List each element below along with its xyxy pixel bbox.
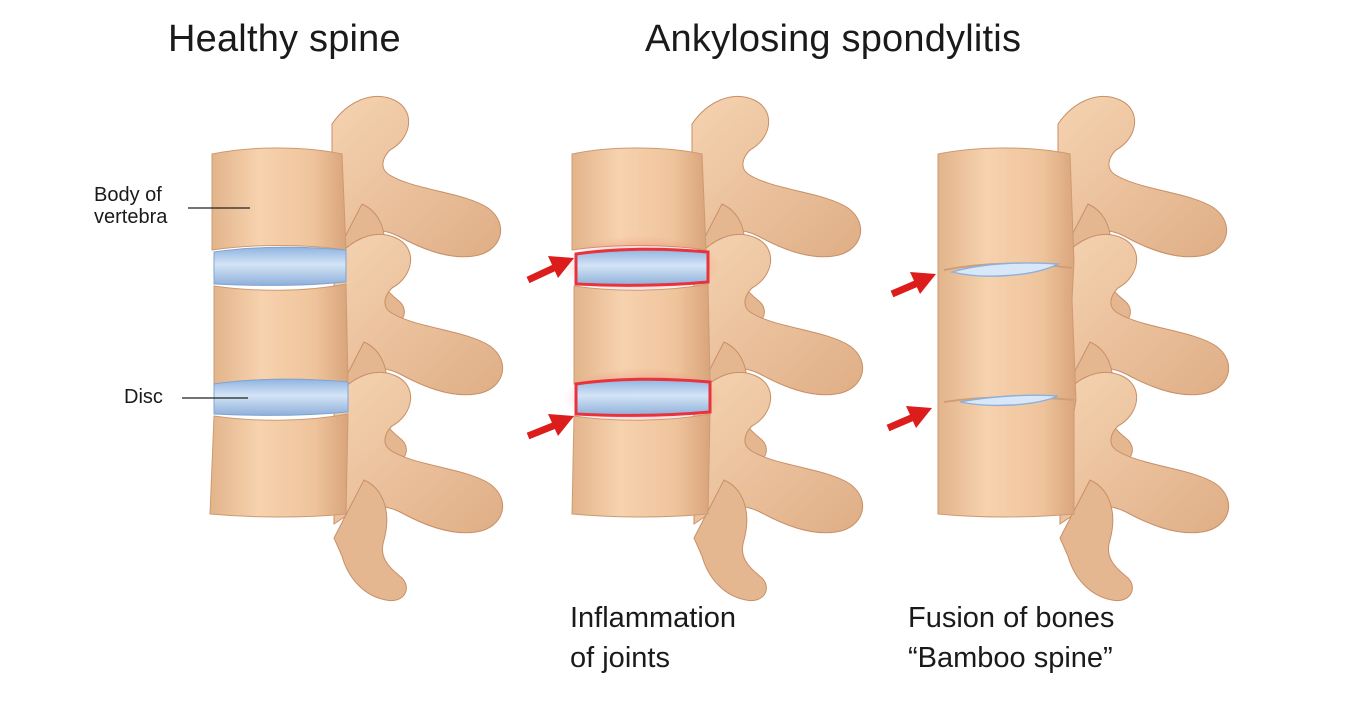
caption-fusion-line2: “Bamboo spine”: [908, 642, 1113, 674]
inflamed-disc-bottom: [574, 377, 712, 417]
title-healthy-spine: Healthy spine: [168, 18, 401, 60]
title-ankylosing-spondylitis: Ankylosing spondylitis: [645, 18, 1022, 60]
arrow-icon-fusion-bottom: [886, 406, 932, 432]
arrow-icon-fusion-top: [890, 272, 936, 298]
inflamed-spine: [526, 95, 864, 602]
vertebra-body-middle: [213, 283, 349, 385]
caption-inflammation-line2: of joints: [570, 642, 670, 674]
caption-fusion-line1: Fusion of bones: [908, 602, 1115, 634]
healthy-spine: [182, 95, 504, 602]
inflamed-disc-top: [574, 247, 710, 287]
label-body-line2: vertebra: [94, 206, 168, 228]
caption-inflammation-line1: Inflammation: [570, 602, 737, 634]
fused-vertebral-column: [937, 147, 1077, 518]
label-body-line1: Body of: [94, 184, 162, 206]
vertebra-body-top: [211, 147, 347, 251]
caption-fusion: Fusion of bones “Bamboo spine”: [908, 598, 1114, 678]
arrow-icon-inflammation-bottom: [526, 414, 574, 440]
disc-top: [213, 246, 347, 286]
disc-bottom: [213, 378, 349, 416]
remnant-disc-bottom: [959, 394, 1059, 407]
remnant-disc-top: [949, 262, 1061, 277]
vertebra-body-bottom: [209, 413, 349, 518]
caption-inflammation: Inflammation of joints: [570, 598, 736, 678]
label-disc: Disc: [124, 386, 163, 408]
arrow-icon-inflammation-top: [526, 256, 574, 284]
label-body-of-vertebra: Body of vertebra: [94, 184, 167, 228]
fused-spine: [886, 95, 1230, 602]
